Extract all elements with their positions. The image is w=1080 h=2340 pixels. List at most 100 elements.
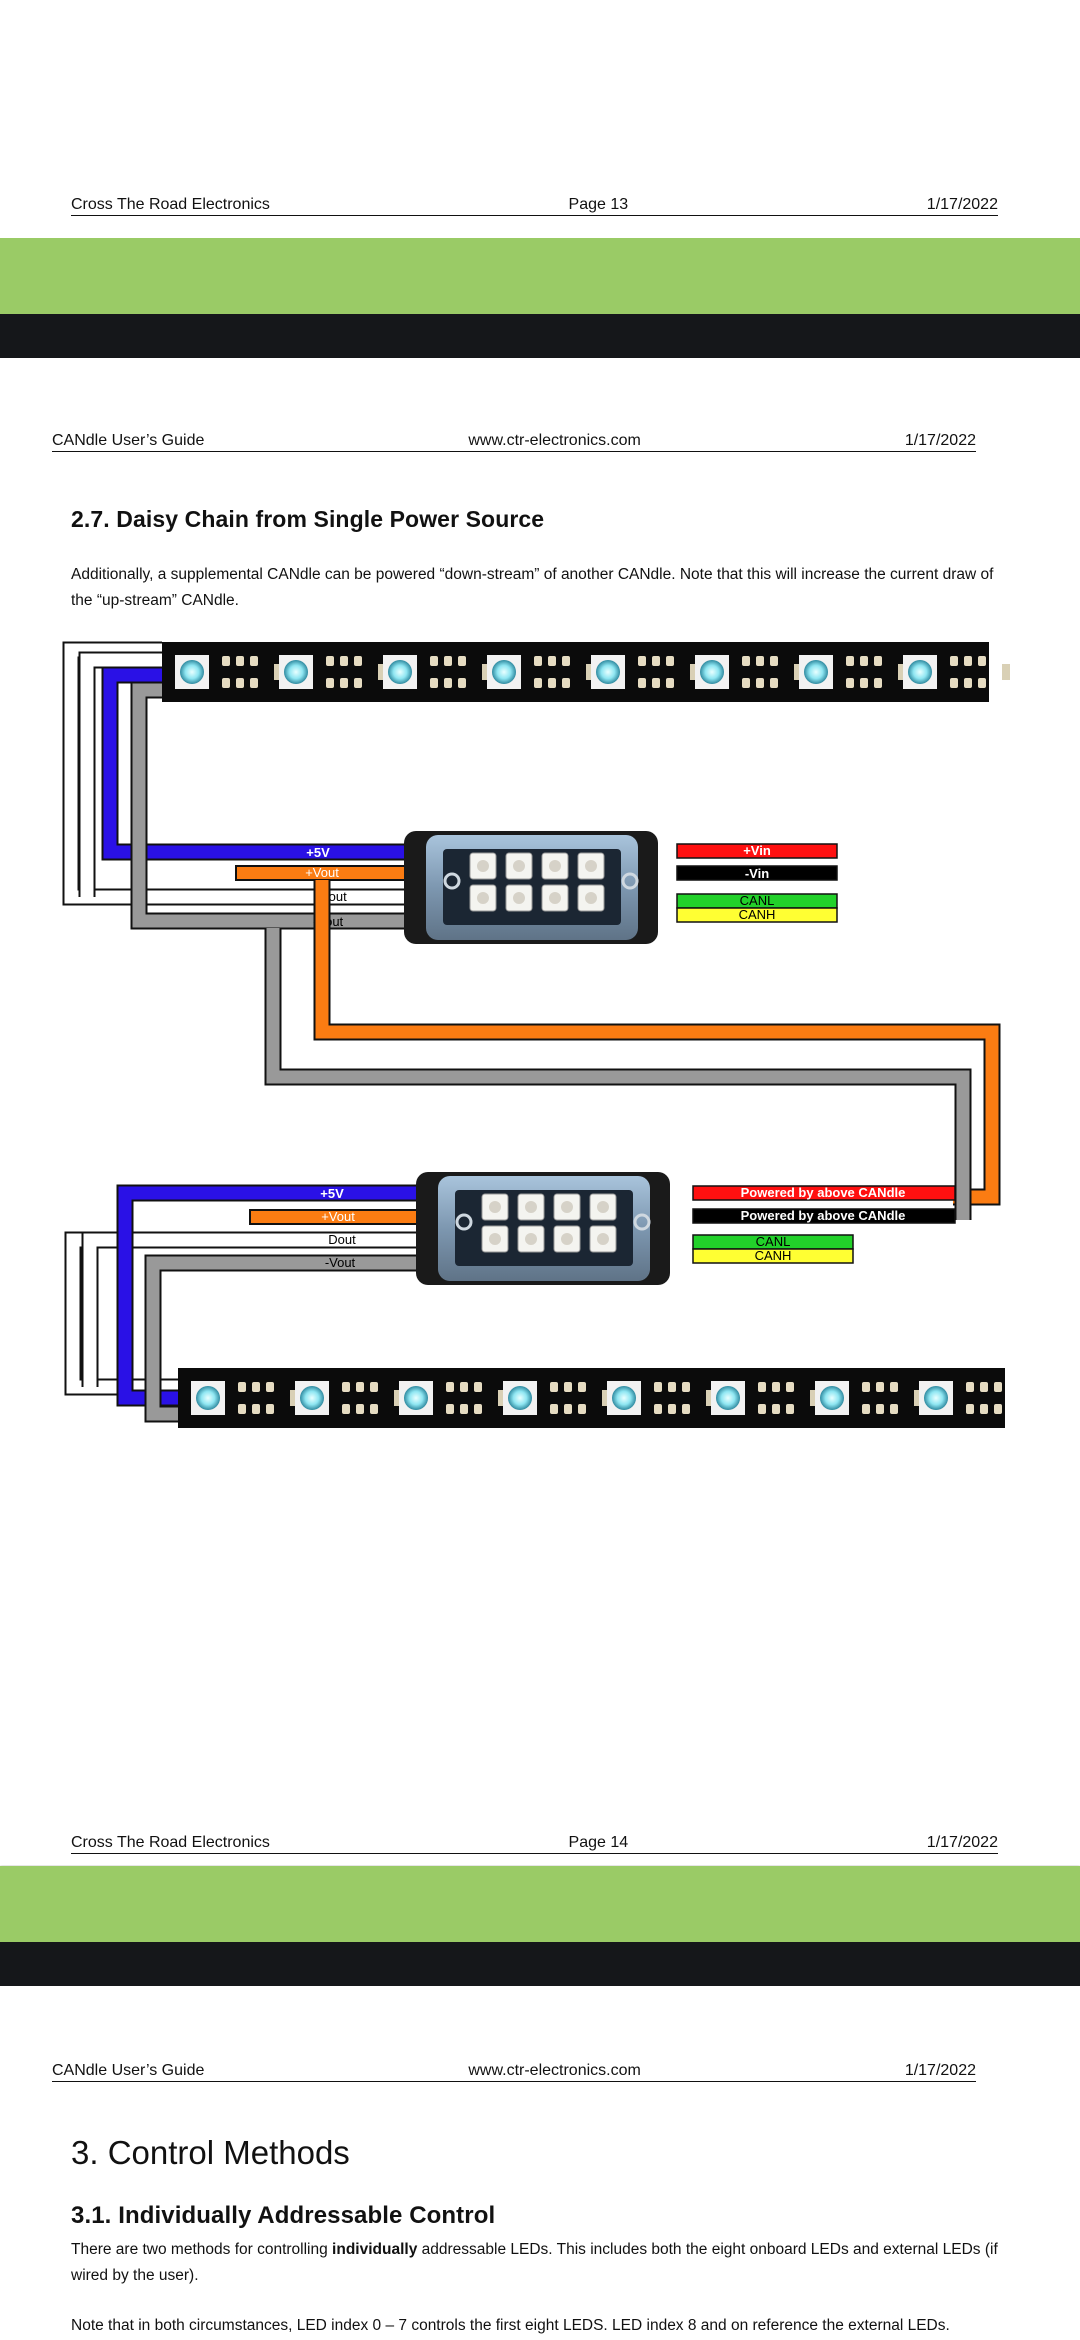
page-15: CANdle User’s Guide www.ctr-electronics.… (0, 1986, 1080, 2340)
header-website: www.ctr-electronics.com (468, 432, 641, 449)
led-light (388, 660, 412, 684)
header-title: CANdle User’s Guide (52, 2062, 205, 2079)
page-separator-green (0, 1866, 1080, 1942)
solder-pad (638, 656, 646, 666)
solder-pad (950, 656, 958, 666)
solder-pad (252, 1382, 260, 1392)
resistor (482, 664, 490, 680)
solder-pad (370, 1404, 378, 1414)
footer-page-number: Page 13 (568, 196, 629, 213)
solder-pad (326, 678, 334, 688)
onboard-led-lens (489, 1201, 501, 1213)
solder-pad (342, 1382, 350, 1392)
top-vout-plus-label: +Vout (305, 865, 339, 880)
solder-pad (758, 1404, 766, 1414)
led-light (908, 660, 932, 684)
footer-date: 1/17/2022 (926, 1834, 998, 1851)
mount-hole (443, 872, 461, 890)
led-light (716, 1386, 740, 1410)
solder-pad (770, 678, 778, 688)
vin-plus-label: +Vin (743, 843, 771, 858)
solder-pad (562, 678, 570, 688)
bottom-vout-minus-label: -Vout (325, 1255, 356, 1270)
led-light (804, 660, 828, 684)
bottom-vout-plus-label: +Vout (321, 1209, 355, 1224)
onboard-led-lens (597, 1233, 609, 1245)
solder-pad (860, 656, 868, 666)
solder-pad (458, 678, 466, 688)
onboard-led-lens (513, 892, 525, 904)
onboard-led-lens (549, 860, 561, 872)
solder-pad (474, 1382, 482, 1392)
solder-pad (548, 656, 556, 666)
onboard-led-lens (513, 860, 525, 872)
solder-pad (550, 1404, 558, 1414)
bottom-plus5v-label: +5V (320, 1186, 344, 1201)
solder-pad (562, 656, 570, 666)
resistor (602, 1390, 610, 1406)
powered-by-above-label-1: Powered by above CANdle (741, 1185, 906, 1200)
header-date: 1/17/2022 (904, 432, 976, 449)
bottom-wire-bundle (64, 1184, 431, 1423)
solder-pad (966, 1404, 974, 1414)
solder-pad (682, 1404, 690, 1414)
top-led-strip (162, 642, 1010, 702)
solder-pad (460, 1382, 468, 1392)
resistor (706, 1390, 714, 1406)
section-heading-3: 3. Control Methods (71, 2134, 350, 2171)
led-light (492, 660, 516, 684)
solder-pad (860, 678, 868, 688)
solder-pad (666, 656, 674, 666)
footer-company: Cross The Road Electronics (71, 1834, 270, 1851)
page-14-footer: Cross The Road Electronics Page 14 1/17/… (71, 1834, 998, 1854)
bottom-candle-power-can-wires (692, 1185, 956, 1264)
page-14-header: CANdle User’s Guide www.ctr-electronics.… (52, 432, 976, 452)
solder-pad (862, 1404, 870, 1414)
solder-pad (430, 656, 438, 666)
onboard-led-lens (477, 892, 489, 904)
solder-pad (340, 656, 348, 666)
solder-pad (786, 1382, 794, 1392)
solder-pad (980, 1382, 988, 1392)
resistor (810, 1390, 818, 1406)
solder-pad (654, 1404, 662, 1414)
page-14: CANdle User’s Guide www.ctr-electronics.… (0, 358, 1080, 1865)
mount-hole (455, 1213, 473, 1231)
footer-page-number: Page 14 (568, 1834, 629, 1851)
onboard-led-lens (525, 1233, 537, 1245)
resistor (1002, 664, 1010, 680)
solder-pad (846, 656, 854, 666)
resistor (274, 664, 282, 680)
header-website: www.ctr-electronics.com (468, 2062, 641, 2079)
solder-pad (236, 678, 244, 688)
solder-pad (950, 678, 958, 688)
page-13-footer: Cross The Road Electronics Page 13 1/17/… (71, 196, 998, 216)
onboard-led-lens (561, 1201, 573, 1213)
solder-pad (444, 656, 452, 666)
bottom-dout-label: Dout (328, 1232, 356, 1247)
solder-pad (876, 1382, 884, 1392)
resistor (378, 664, 386, 680)
solder-pad (238, 1404, 246, 1414)
led-light (700, 660, 724, 684)
top-candle-device (404, 831, 658, 944)
solder-pad (354, 678, 362, 688)
onboard-led-lens (597, 1201, 609, 1213)
top-candle-power-can-wires (676, 843, 838, 923)
solder-pad (550, 1382, 558, 1392)
solder-pad (994, 1382, 1002, 1392)
onboard-led-lens (585, 892, 597, 904)
resistor (794, 664, 802, 680)
footer-company: Cross The Road Electronics (71, 196, 270, 213)
resistor (898, 664, 906, 680)
bottom-led-strip (178, 1368, 1005, 1428)
page-separator-dark (0, 1942, 1080, 1986)
section-heading-3-1: 3.1. Individually Addressable Control (71, 2202, 496, 2229)
led-light (612, 1386, 636, 1410)
page-separator-green (0, 238, 1080, 314)
solder-pad (266, 1382, 274, 1392)
section-2-7-paragraph: Additionally, a supplemental CANdle can … (71, 566, 994, 609)
solder-pad (446, 1382, 454, 1392)
top-plus5v-label: +5V (306, 845, 330, 860)
led-light (300, 1386, 324, 1410)
